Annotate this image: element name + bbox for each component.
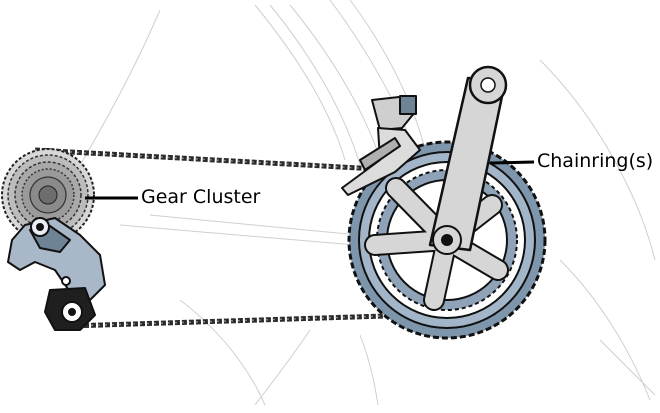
chainring-leader-line [489,160,535,165]
chain-upper [34,147,396,173]
frame-sketch-lines [59,0,656,406]
chainrings-label: Chainring(s) [537,150,654,172]
crank-arm-icon [428,65,508,255]
chain-lower [69,313,386,329]
front-derailleur-icon [341,95,421,196]
rear-derailleur-icon [7,217,106,331]
gear-cluster-label: Gear Cluster [141,186,261,208]
